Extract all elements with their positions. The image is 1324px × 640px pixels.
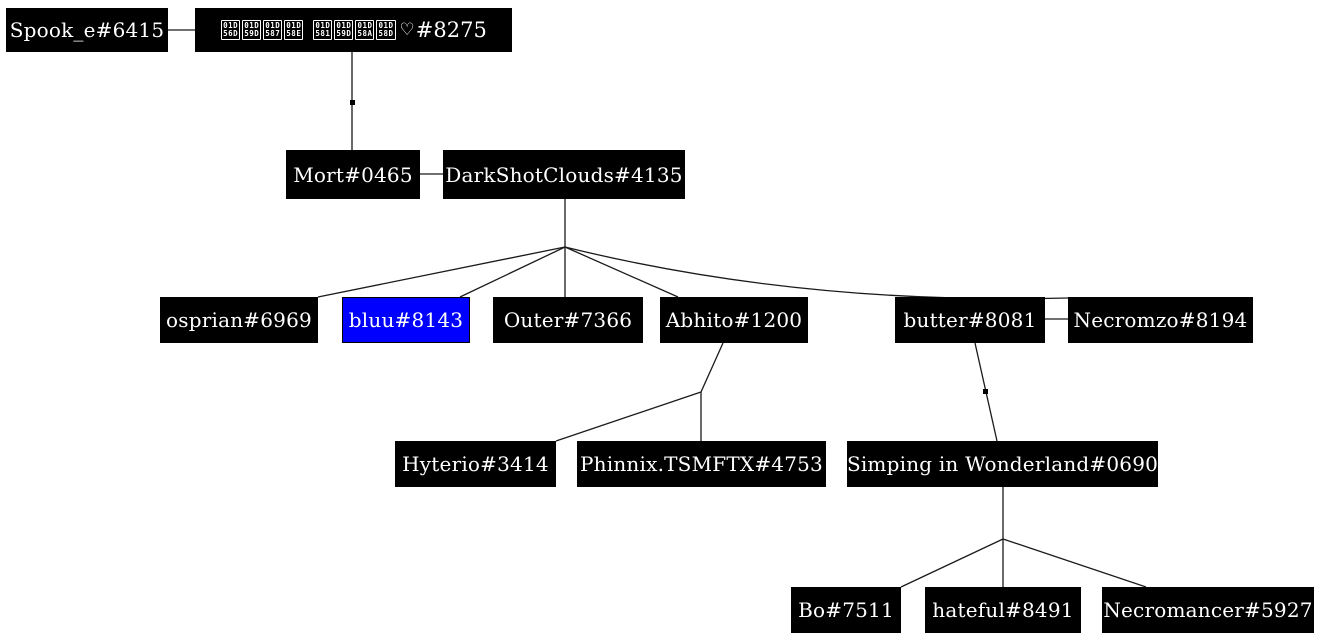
node-label: hateful#8491	[932, 598, 1074, 622]
node-label: Hyterio#3414	[402, 452, 549, 476]
node-label: bluu#8143	[348, 308, 464, 332]
heart-icon: ♡	[399, 19, 415, 40]
node-hateful: hateful#8491	[925, 587, 1081, 633]
node-label: butter#8081	[903, 308, 1037, 332]
discriminator-text: #8275	[415, 17, 487, 42]
node-label: DarkShotClouds#4135	[445, 162, 683, 187]
edge-junction-bluu	[459, 246, 566, 298]
node-label: Outer#7366	[503, 308, 633, 332]
node-label: Simping in Wonderland#0690	[846, 452, 1159, 476]
edge-junction-abhito	[564, 246, 679, 298]
node-necromzo: Necromzo#8194	[1068, 297, 1253, 343]
node-bo: Bo#7511	[791, 587, 901, 633]
node-phinnix-tsmftx: Phinnix.TSMFTX#4753	[577, 441, 826, 487]
edge-junction-necromzo	[564, 246, 1069, 300]
node-spook-e: Spook_e#6415	[6, 8, 168, 52]
node-label: Necromzo#8194	[1073, 308, 1248, 332]
node-label: Phinnix.TSMFTX#4753	[580, 452, 823, 476]
node-hyterio: Hyterio#3414	[395, 441, 556, 487]
node-mort: Mort#0465	[286, 150, 420, 199]
node-necromancer: Necromancer#5927	[1102, 587, 1314, 633]
node-simping-in-wonderland: Simping in Wonderland#0690	[847, 441, 1158, 487]
edge-abhito-junction2	[700, 342, 724, 393]
node-label: Bo#7511	[798, 598, 894, 622]
node-label: Necromancer#5927	[1103, 598, 1313, 622]
node-abhito: Abhito#1200	[660, 297, 808, 343]
node-butter: butter#8081	[895, 297, 1045, 343]
node-darkshotclouds: DarkShotClouds#4135	[443, 150, 685, 199]
node-label: Mort#0465	[293, 162, 413, 187]
edge-junction3-bo	[900, 538, 1004, 588]
edge-junction3-necromancer	[1002, 538, 1147, 588]
union-point-dot	[983, 389, 988, 394]
union-point-dot	[350, 100, 355, 105]
node-label: Abhito#1200	[665, 308, 803, 332]
node-osprian: osprian#6969	[160, 297, 318, 343]
node-label: osprian#6969	[166, 308, 312, 332]
edge-junction-osprian	[317, 246, 566, 298]
node-outer: Outer#7366	[493, 297, 643, 343]
node-label: Spook_e#6415	[9, 18, 165, 42]
node-bluu-highlighted: bluu#8143	[342, 297, 470, 343]
edge-junction2-hyterio	[555, 391, 702, 442]
